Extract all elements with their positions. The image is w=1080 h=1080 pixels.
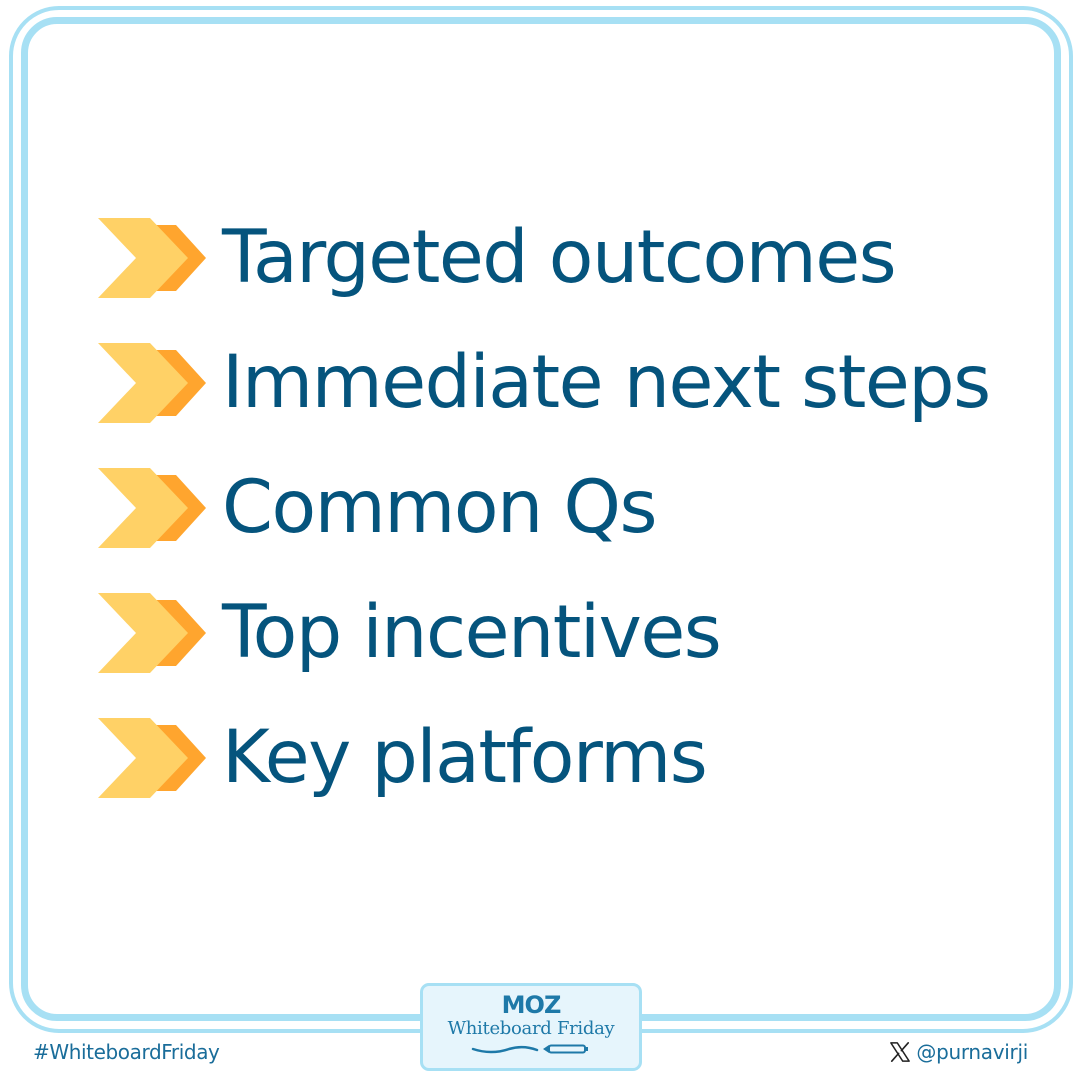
list-item-label: Targeted outcomes [222, 215, 897, 300]
list-item-label: Key platforms [222, 715, 708, 800]
double-chevron-right-icon [98, 592, 206, 673]
list-item: Key platforms [98, 695, 990, 820]
badge-title: Whiteboard Friday [447, 1018, 615, 1039]
x-logo-icon [890, 1042, 911, 1062]
list-item-label: Immediate next steps [222, 340, 991, 425]
double-chevron-right-icon [98, 342, 206, 423]
moz-logo: MOZ [501, 991, 562, 1019]
list-item: Top incentives [98, 570, 990, 695]
social-handle-text: @purnavirji [916, 1040, 1028, 1064]
list-item-label: Top incentives [222, 590, 722, 675]
double-chevron-right-icon [98, 217, 206, 298]
social-handle: @purnavirji [889, 1040, 1028, 1064]
list-item: Targeted outcomes [98, 195, 990, 320]
double-chevron-right-icon [98, 467, 206, 548]
hashtag-label: #WhiteboardFriday [33, 1040, 220, 1064]
moz-whiteboard-friday-badge: MOZ Whiteboard Friday [420, 983, 642, 1071]
marker-squiggle-icon [471, 1044, 588, 1054]
list-item-label: Common Qs [222, 465, 657, 550]
double-chevron-right-icon [98, 717, 206, 798]
bullet-list: Targeted outcomes Immediate next steps C… [98, 195, 991, 820]
list-item: Common Qs [98, 445, 990, 570]
list-item: Immediate next steps [98, 320, 991, 445]
